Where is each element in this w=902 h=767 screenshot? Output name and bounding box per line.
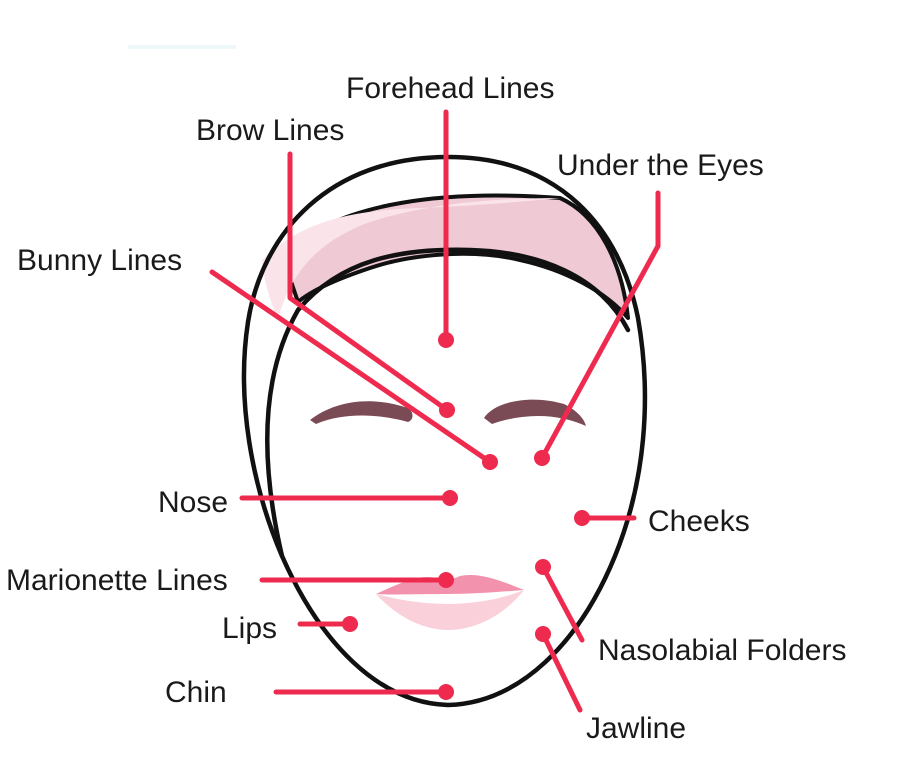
- label-cheeks: Cheeks: [648, 505, 750, 538]
- nasolabial-dot: [535, 559, 551, 575]
- head-outline: [241, 154, 648, 708]
- cheeks-dot: [574, 510, 590, 526]
- lower-lip: [376, 590, 524, 630]
- faint-smudge: [128, 45, 236, 49]
- bunny-dot: [482, 454, 498, 470]
- label-nose: Nose: [158, 486, 228, 519]
- zone-dots: [342, 332, 590, 700]
- chin-dot: [438, 684, 454, 700]
- label-lips: Lips: [222, 612, 277, 645]
- headband-back: [280, 193, 630, 320]
- jawline-leader: [540, 631, 583, 713]
- label-brow-lines: Brow Lines: [196, 114, 344, 147]
- label-jawline: Jawline: [586, 712, 686, 745]
- label-under-the-eyes: Under the Eyes: [557, 149, 764, 182]
- nasolabial-leader: [540, 564, 585, 643]
- leader-lines: [209, 109, 661, 713]
- brow-leader: [287, 151, 450, 413]
- label-marionette-lines: Marionette Lines: [6, 564, 228, 597]
- under-eyes-leader: [539, 190, 661, 461]
- jawline-dot: [535, 626, 551, 642]
- under-eyes-dot: [534, 450, 550, 466]
- label-bunny-lines: Bunny Lines: [17, 244, 182, 277]
- marionette-dot: [438, 572, 454, 588]
- face-inner-outline: [265, 247, 631, 559]
- brow-dot: [439, 402, 455, 418]
- forehead-dot: [438, 332, 454, 348]
- bunny-leader: [209, 269, 493, 465]
- left-eyebrow: [310, 401, 413, 424]
- lips-dot: [342, 616, 358, 632]
- label-chin: Chin: [165, 676, 227, 709]
- right-eyebrow: [484, 399, 586, 426]
- headband-front: [262, 198, 560, 320]
- label-nasolabial-folders: Nasolabial Folders: [598, 634, 846, 667]
- label-forehead-lines: Forehead Lines: [346, 72, 554, 105]
- nose-dot: [442, 490, 458, 506]
